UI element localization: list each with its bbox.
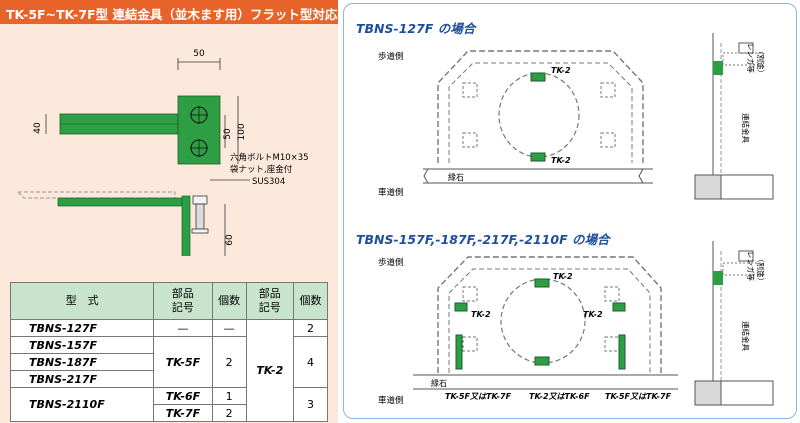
- col-part1: 部品 記号: [153, 282, 213, 320]
- col-qty1: 個数: [211, 282, 247, 320]
- dim-top: 50: [193, 49, 205, 59]
- case1-tk2-bottom: TK-2: [551, 156, 571, 165]
- case2-section: レンガ等 （別途） 連結金具: [694, 241, 774, 406]
- nut-shape: [192, 195, 208, 205]
- part-drawing: 50 40 50 100 六角ボルトM10×35 袋ナット,座金付 SU: [16, 49, 309, 269]
- side-view: 六角ボルトM10×35 袋ナット,座金付 SUS304 60: [16, 152, 309, 269]
- dim-left: 40: [33, 122, 43, 134]
- col-part2: 部品 記号: [245, 282, 294, 320]
- top-view: 50 40 50 100: [33, 49, 247, 165]
- case1-roadway: 車道側: [378, 187, 404, 198]
- case1-title: TBNS-127F の場合: [356, 21, 476, 36]
- nut-note: 袋ナット,座金付: [230, 164, 293, 175]
- case1-tk2-top: TK-2: [551, 66, 571, 75]
- dim-right: 100: [237, 123, 247, 140]
- case2-label-left: TK-5F又はTK-7F: [445, 392, 512, 401]
- case2-tk2-right: TK-2: [583, 310, 603, 319]
- col-qty2: 個数: [292, 282, 329, 320]
- case2-curb: 縁石: [431, 378, 447, 388]
- bolt-shape: [195, 203, 205, 233]
- table-row: TBNS-2110F TK-6F 1 3: [9, 387, 329, 422]
- case2-side1: レンガ等: [746, 251, 756, 281]
- left-panel: 50 40 50 100 六角ボルトM10×35 袋ナット,座金付 SU: [0, 24, 338, 423]
- table-row: TK-7F 2: [11, 404, 328, 422]
- case2-side2: （別途）: [756, 255, 766, 285]
- case1-section: レンガ等 （別途） 連結金具: [694, 33, 774, 200]
- title-banner: TK-5F~TK-7F型 連結金具（並木ます用）フラット型対応: [0, 0, 338, 24]
- case2-roadway: 車道側: [378, 395, 404, 406]
- dim-side: 60: [225, 234, 235, 246]
- spec-table: 型 式 部品 記号 個数 部品 記号 個数 TBNS-127F — — TK-2…: [9, 282, 329, 422]
- table-row: TBNS-187F: [9, 353, 328, 371]
- material-note: SUS304: [252, 177, 285, 187]
- case2-label-right: TK-5F又はTK-7F: [605, 392, 672, 401]
- dim-inner: 50: [223, 128, 233, 140]
- col-model: 型 式: [9, 282, 155, 320]
- case2-tk2-left: TK-2: [471, 310, 491, 319]
- case1-side3: 連結金具: [741, 113, 751, 143]
- case2-side3: 連結金具: [741, 321, 751, 351]
- case2-tk2-top: TK-2: [553, 272, 573, 281]
- case1-side2: （別途）: [756, 47, 766, 77]
- case1-side1: レンガ等: [746, 43, 756, 73]
- bolt-note: 六角ボルトM10×35: [230, 152, 309, 163]
- case1-curb: 縁石: [448, 172, 464, 182]
- page-title: TK-5F~TK-7F型 連結金具（並木ます用）フラット型対応: [6, 7, 338, 22]
- case2-label-mid: TK-2又はTK-6F: [529, 392, 590, 401]
- case2-title: TBNS-157F,-187F,-217F,-2110F の場合: [356, 232, 610, 247]
- table-row: TBNS-127F — — TK-2 2: [9, 319, 329, 422]
- case2-diagram: 歩道側 車道側 TK-2 TK-2 TK-2 縁石 TK-5F又はTK-7F T…: [378, 241, 774, 406]
- case2-sidewalk: 歩道側: [378, 257, 404, 268]
- layout-diagrams: 歩道側 車道側 TK-2 TK-2 縁石 レンガ等: [378, 33, 774, 406]
- case1-sidewalk: 歩道側: [378, 51, 404, 62]
- case1-diagram: 歩道側 車道側 TK-2 TK-2 縁石 レンガ等: [378, 33, 774, 200]
